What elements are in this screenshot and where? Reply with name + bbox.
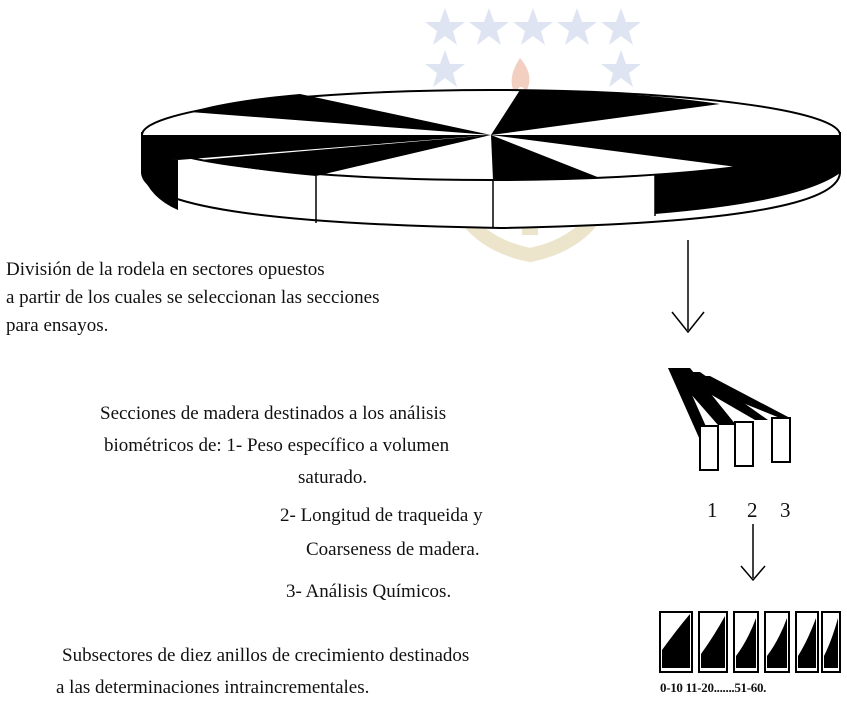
disk-description-line1: División de la rodela en sectores opuest… [6,259,325,280]
sections-text-line6: 3- Análisis Químicos. [286,581,452,602]
sections-text-line5: Coarseness de madera. [306,539,480,560]
section-block-1 [699,425,719,471]
disk-sector-dark [200,135,491,176]
ring-ranges-label: 0-10 11-20.......51-60. [660,680,767,695]
disk-side-dark-left [142,135,178,210]
disk-sector-dark [142,135,491,160]
subsector-block [764,611,790,673]
section-wedge [668,368,712,440]
section-wedge [676,376,790,418]
star-icon [469,8,509,45]
sections-text-line1: Secciones de madera destinados a los aná… [100,403,447,424]
subsector-block [795,611,819,673]
disk-sector-dark [491,135,600,181]
section-block-3 [771,417,791,463]
star-icon [601,8,641,45]
subsectors-text-line1: Subsectores de diez anillos de crecimien… [62,645,470,666]
disk-description-line2: a partir de los cuales se seleccionan la… [6,287,380,308]
disk-sector-dark [491,90,720,135]
section-number-1: 1 [707,498,718,522]
watermark-flame [511,58,530,94]
section-block-2 [734,421,754,467]
disk-sector-dark [190,94,491,135]
section-number-3: 3 [780,498,791,522]
star-icon [425,50,465,87]
subsector-block [659,611,693,673]
subsector-block [821,611,841,673]
sections-text-line2: biométricos de: 1- Peso específico a vol… [104,435,450,456]
star-icon [513,8,553,45]
star-icon [557,8,597,45]
disk-sector-dark [491,135,840,170]
watermark-stars [425,8,641,87]
sections-text-line4: 2- Longitud de traqueida y [280,505,483,526]
star-icon [601,50,641,87]
sections-text-line3: saturado. [298,467,368,488]
subsector-block [733,611,759,673]
star-icon [425,8,465,45]
subsector-block [698,611,728,673]
disk-description-line3: para ensayos. [6,315,109,336]
arrow-down-icon [740,524,766,582]
subsectors-text-line2: a las determinaciones intraincrementales… [56,677,370,698]
section-number-2: 2 [747,498,758,522]
